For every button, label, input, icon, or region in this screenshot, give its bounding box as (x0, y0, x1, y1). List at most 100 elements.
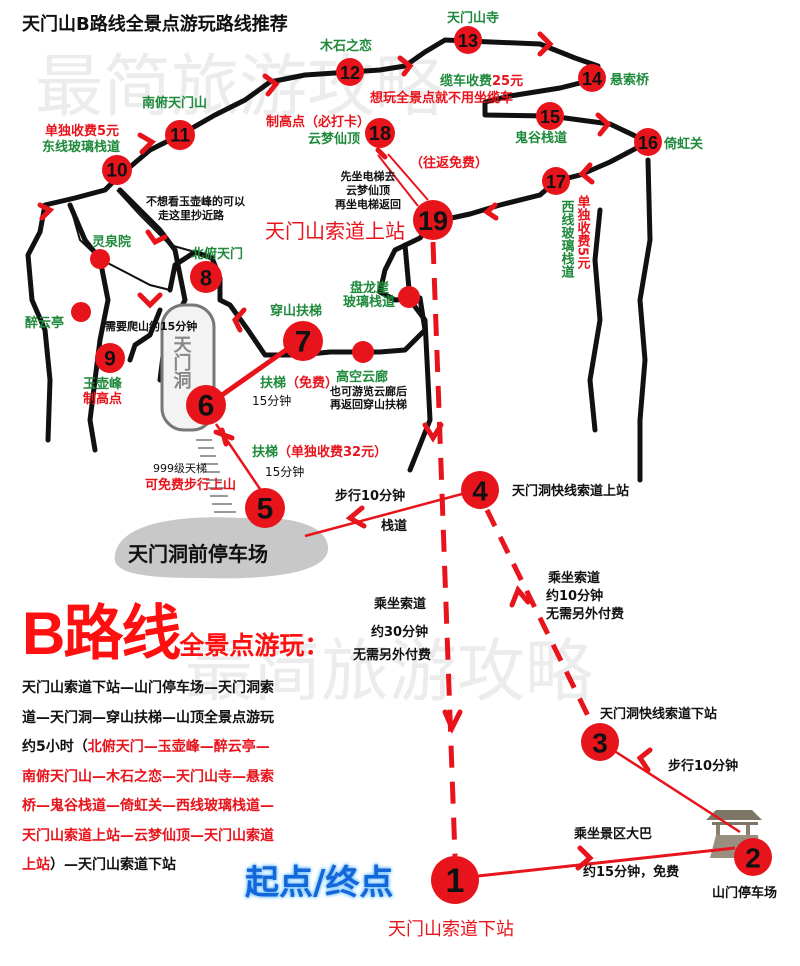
svg-text:9: 9 (104, 348, 116, 371)
label-yuhu: 玉壶峰 (83, 376, 123, 392)
svg-text:11: 11 (170, 126, 191, 147)
label-lingquan: 灵泉院 (92, 234, 131, 250)
svg-text:13: 13 (458, 31, 478, 51)
label-main-ride-3: 无需另外付费 (352, 647, 431, 663)
stop-5[interactable]: 5 (245, 488, 285, 528)
stop-18[interactable]: 18 (365, 118, 395, 148)
stop-3[interactable]: 3 (581, 723, 619, 761)
watermark-bottom: 最简旅游攻略 (185, 633, 593, 712)
stop-9[interactable]: 9 (95, 343, 125, 373)
stop-12[interactable]: 12 (336, 58, 364, 86)
label-chuanshan: 穿山扶梯 (270, 303, 322, 319)
label-east-fee: 单独收费5元 (45, 123, 119, 139)
stop-17[interactable]: 17 (542, 167, 570, 195)
lingquan-dot[interactable] (90, 249, 110, 269)
route-line: 道—天门洞—穿山扶梯—山顶全景点游玩 (22, 704, 274, 734)
label-bus-1: 乘坐景区大巴 (573, 826, 652, 842)
zuiyun-dot[interactable] (71, 302, 91, 322)
label-escalator-paid: 扶梯（单独收费32元） (252, 444, 387, 460)
label-express-ride-2: 约10分钟 (546, 588, 603, 604)
label-guigu: 鬼谷栈道 (515, 130, 567, 146)
label-zuiyun: 醉云亭 (25, 315, 64, 331)
gaokong-dot[interactable] (352, 341, 374, 363)
svg-text:17: 17 (546, 172, 566, 192)
label-walk-4-5: 步行10分钟 (335, 488, 405, 504)
stop-19[interactable]: 19 (413, 200, 453, 240)
stop-8[interactable]: 8 (190, 261, 222, 293)
label-upper-station: 天门山索道上站 (265, 219, 405, 243)
svg-text:6: 6 (198, 390, 215, 423)
label-main-ride-2: 约30分钟 (371, 624, 428, 640)
cave-parking-lot-shape (114, 517, 329, 579)
label-gaokong-note-1: 也可游览云廊后 (330, 384, 407, 398)
label-gaokong-note-2: 再返回穿山扶梯 (330, 397, 407, 411)
label-climb: 需要爬山约15分钟 (105, 319, 197, 333)
direction-arrows (37, 31, 653, 871)
route-segment-highlight: 南俯天门山—木石之恋—天门山寺—悬索 (22, 768, 274, 785)
label-stairs: 999级天梯 (153, 462, 207, 475)
route-line: 桥—鬼谷栈道—倚虹关—西线玻璃栈道— (22, 792, 274, 822)
stop-2[interactable]: 2 (734, 838, 772, 876)
svg-text:15: 15 (540, 107, 560, 127)
route-heading: B路线全景点游玩： (22, 585, 329, 672)
label-plank: 栈道 (381, 518, 407, 534)
label-elevator-1: 先坐电梯去 (341, 169, 396, 183)
stop-13[interactable]: 13 (454, 26, 482, 54)
label-main-ride-1: 乘坐索道 (373, 596, 426, 612)
panlong-dot[interactable] (398, 286, 420, 308)
label-roundtrip-free: （往返免费） (410, 155, 488, 171)
route-segment: 天门山索道下站—山门停车场—天门洞索 (22, 680, 274, 696)
route-line: 约5小时（北俯天门—玉壶峰—醉云亭— (22, 733, 274, 763)
label-bus-2: 约15分钟，免费 (583, 864, 679, 880)
label-bridge: 悬索桥 (610, 72, 650, 88)
route-segment-highlight: 上站 (22, 857, 50, 873)
label-lower-station: 天门山索道下站 (388, 919, 514, 940)
stop-1[interactable]: 1 (431, 856, 479, 904)
stop-14[interactable]: 14 (578, 64, 606, 92)
route-segment-highlight: 北俯天门—玉壶峰—醉云亭— (87, 739, 270, 755)
label-yuhu-highpoint: 制高点 (83, 391, 122, 407)
route-description: 天门山索道下站—山门停车场—天门洞索 道—天门洞—穿山扶梯—山顶全景点游玩 约5… (22, 674, 274, 881)
label-west-glass: 西线玻璃栈道 (559, 200, 575, 279)
label-east-glass: 东线玻璃栈道 (42, 139, 120, 155)
label-shortcut-2: 走这里抄近路 (157, 208, 225, 222)
route-segment: 道—天门洞—穿山扶梯—山顶全景点游玩 (22, 709, 274, 726)
label-panlong-1: 盘龙崖 (350, 280, 389, 296)
route-line: 南俯天门山—木石之恋—天门山寺—悬索 (22, 763, 274, 793)
page-title: 天门山B路线全景点游玩路线推荐 (22, 14, 288, 35)
label-panlong-2: 玻璃栈道 (343, 294, 395, 310)
route-segment: 约5小时（ (22, 739, 88, 755)
label-peak-highpoint: 制高点（必打卡） (266, 114, 370, 130)
label-escalator-free-time: 15分钟 (252, 393, 291, 408)
svg-text:16: 16 (638, 133, 658, 153)
stairs-graphic (196, 439, 236, 513)
route-line: 天门山索道上站—云梦仙顶—天门山索道 (22, 822, 274, 852)
stop-11[interactable]: 11 (165, 120, 195, 150)
map-labels: 木石之恋 天门山寺 悬索桥 缆车收费25元 想玩全景点就不用坐缆车 鬼谷栈道 倚… (25, 10, 777, 940)
label-west-fee: 单独收费5元 (575, 194, 591, 270)
route-heading-main: B路线 (22, 600, 181, 667)
svg-text:10: 10 (106, 161, 127, 182)
label-express-lower: 天门洞快线索道下站 (600, 706, 717, 722)
label-express-ride-1: 乘坐索道 (547, 570, 600, 586)
label-no-cable: 想玩全景点就不用坐缆车 (370, 90, 513, 106)
svg-text:1: 1 (446, 862, 465, 900)
route-segment-highlight: 桥—鬼谷栈道—倚虹关—西线玻璃栈道— (22, 798, 274, 814)
label-yunmeng: 云梦仙顶 (308, 131, 360, 147)
svg-text:3: 3 (592, 728, 608, 759)
stop-10[interactable]: 10 (102, 155, 132, 185)
stop-4[interactable]: 4 (461, 471, 499, 509)
stop-15[interactable]: 15 (536, 102, 564, 130)
stop-6[interactable]: 6 (186, 385, 226, 425)
svg-text:4: 4 (472, 476, 488, 507)
stop-7[interactable]: 7 (283, 321, 323, 361)
stop-16[interactable]: 16 (634, 128, 662, 156)
label-escalator-free: 扶梯（免费） (260, 375, 338, 391)
label-shortcut-1: 不想看玉壶峰的可以 (146, 194, 245, 208)
svg-text:2: 2 (745, 843, 761, 874)
spot-dots (71, 249, 420, 363)
label-walk-2-3: 步行10分钟 (668, 758, 738, 774)
label-express-upper: 天门洞快线索道上站 (512, 483, 629, 499)
label-shanmen-parking: 山门停车场 (712, 885, 777, 901)
